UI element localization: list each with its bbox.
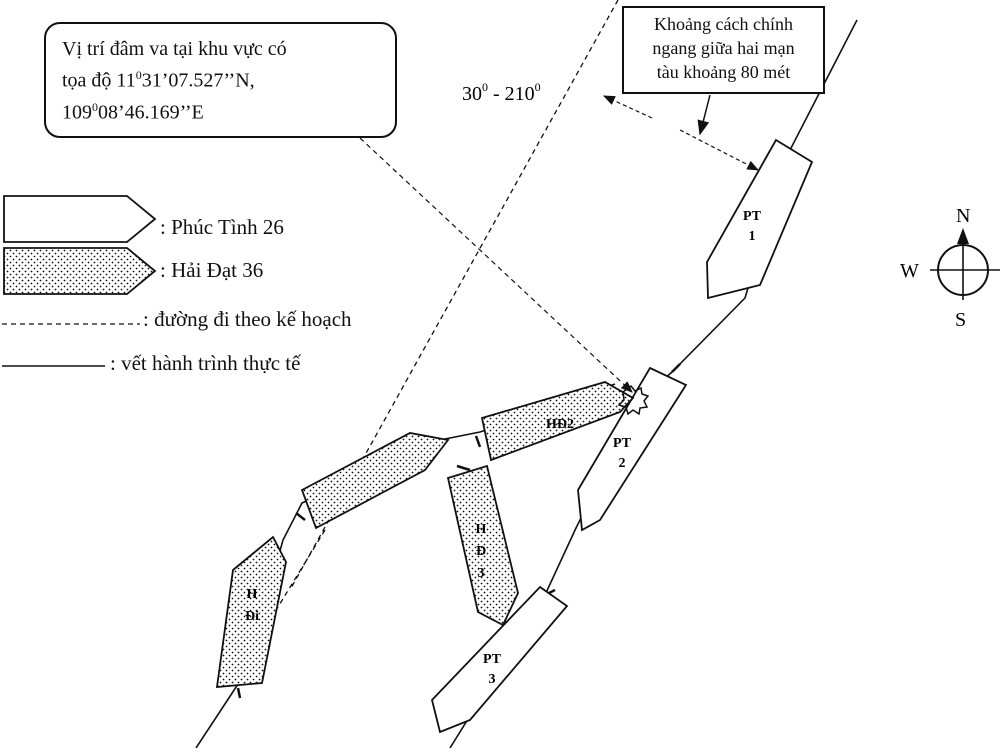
track-tick <box>671 363 681 373</box>
ship-pt1 <box>706 138 814 300</box>
ship-hdi <box>215 535 287 688</box>
ship-hd-mid <box>300 432 450 530</box>
ship-hd3 <box>446 464 519 627</box>
collision-position-callout: Vị trí đâm va tại khu vực có tọa độ 1103… <box>44 22 397 138</box>
legend-phuc-tinh-symbol <box>3 195 157 243</box>
distance-arrow-b <box>679 129 760 171</box>
track-tick <box>295 512 306 521</box>
ship-pt3 <box>431 585 569 734</box>
legend-hai-dat-label: : Hải Đạt 36 <box>160 258 264 282</box>
compass-s: S <box>955 309 966 331</box>
track-tick <box>456 464 471 472</box>
distance-leader <box>697 94 711 136</box>
ship-pt2 <box>577 366 688 532</box>
compass-w: W <box>900 260 919 282</box>
ship-label-hd2: HĐ2 <box>546 417 574 432</box>
collision-callout-line3: 109008’46.169’’E <box>62 99 204 124</box>
track-tick <box>474 435 482 448</box>
legend-planned-label: : đường đi theo kế hoạch <box>143 307 352 331</box>
bearing-label: 300 - 2100 <box>462 80 541 105</box>
legend-actual-label: : vết hành trình thực tế <box>110 351 301 375</box>
track-tick <box>236 687 242 699</box>
distance-arrow-a <box>602 95 653 119</box>
collision-callout-line2: tọa độ 11031’07.527’’N, <box>62 68 255 92</box>
compass-n: N <box>956 205 970 227</box>
distance-callout-line1: Khoảng cách chính <box>654 14 793 34</box>
collision-callout-line1: Vị trí đâm va tại khu vực có <box>62 38 287 60</box>
legend-hai-dat-symbol <box>3 247 157 295</box>
distance-callout-line2: ngang giữa hai mạn <box>652 38 795 58</box>
distance-callout: Khoảng cách chính ngang giữa hai mạn tàu… <box>622 6 825 94</box>
distance-callout-line3: tàu khoảng 80 mét <box>656 62 791 82</box>
compass-rose: N S W <box>900 205 1000 331</box>
collision-mark <box>617 384 650 416</box>
collision-leader <box>359 137 633 393</box>
legend-phuc-tinh-label: : Phúc Tình 26 <box>160 215 284 239</box>
ship-hd2 <box>480 381 635 462</box>
